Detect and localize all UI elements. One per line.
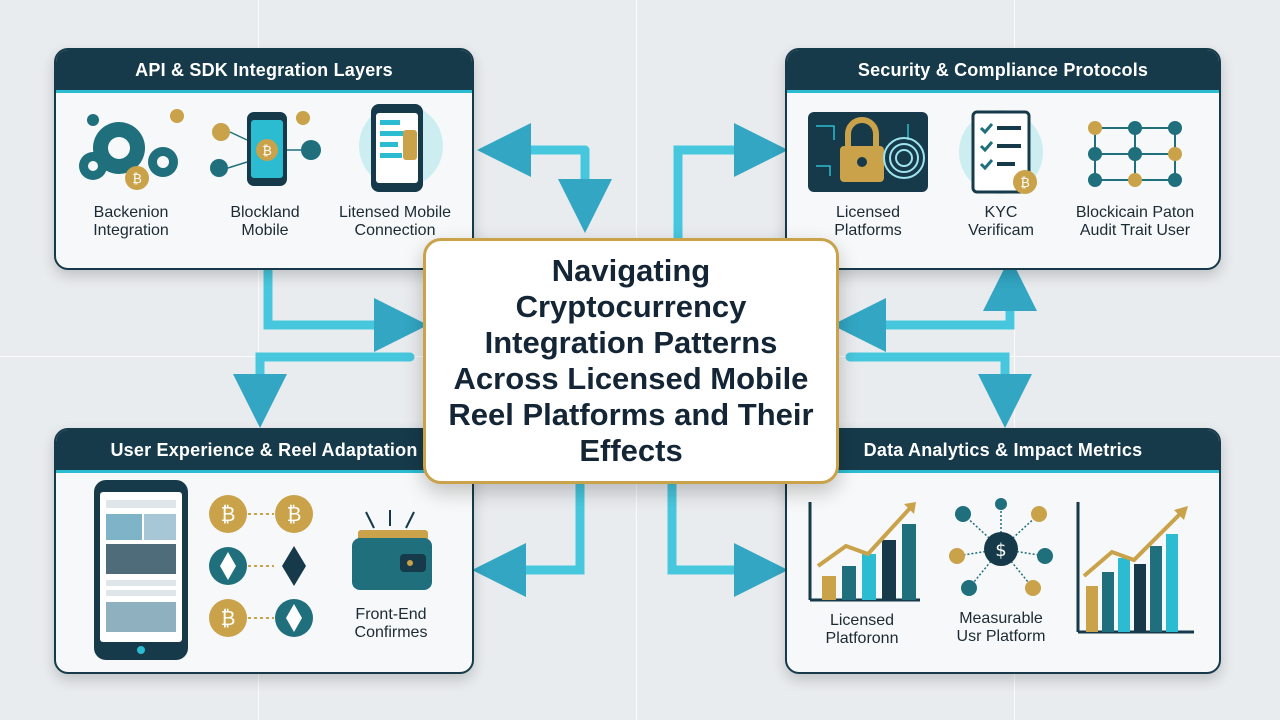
svg-text:₿: ₿ <box>132 172 142 187</box>
item-label: Backenion Integration <box>93 204 169 239</box>
panel-header: Data Analytics & Impact Metrics <box>787 430 1219 473</box>
panel-header: User Experience & Reel Adaptation <box>56 430 472 473</box>
node-network-icon <box>1088 121 1182 187</box>
analytics-item-measurable: $ Measurable Usr Platform <box>936 494 1066 646</box>
security-item-licensed: Licensed Platforms <box>803 106 933 240</box>
item-label: Blockland Mobile <box>230 204 300 239</box>
item-label: Blockicain Paton Audit Trait User <box>1075 204 1195 239</box>
padlock-fingerprint-icon <box>808 112 928 192</box>
security-item-kyc: ₿ KYC Verificam <box>936 106 1066 240</box>
gears-icon: ₿ <box>79 109 184 190</box>
item-label: KYC Verificam <box>968 204 1034 239</box>
analytics-item-growth <box>1070 498 1200 636</box>
arrow-api-to-center <box>263 265 428 352</box>
security-item-audit: Blockicain Paton Audit Trait User <box>1070 106 1200 240</box>
front-end-label: Front-End Confirmes <box>354 606 428 641</box>
api-item-connection: Litensed Mobile Connection <box>330 100 460 240</box>
smartphone-reel-icon <box>94 480 188 660</box>
api-item-backend: ₿ Backenion Integration <box>66 106 196 240</box>
panel-header: Security & Compliance Protocols <box>787 50 1219 93</box>
api-item-blockland: ₿ Blockland Mobile <box>200 106 330 240</box>
wallet-icon <box>352 510 432 590</box>
item-label: Licensed Platforonn <box>825 612 899 647</box>
svg-text:$: $ <box>995 540 1006 561</box>
svg-text:₿: ₿ <box>262 144 272 159</box>
page-title: Navigating Cryptocurrency Integration Pa… <box>448 253 814 468</box>
panel-header: API & SDK Integration Layers <box>56 50 472 93</box>
svg-text:₿: ₿ <box>221 606 236 630</box>
bitcoin-icon: ₿ <box>275 495 313 533</box>
mobile-network-icon: ₿ <box>210 111 321 186</box>
arrow-to-ux <box>472 480 585 597</box>
growth-chart-icon <box>1076 502 1194 634</box>
item-label: Licensed Platforms <box>834 204 902 239</box>
bitcoin-icon: ₿ <box>209 599 247 637</box>
center-title-box: Navigating Cryptocurrency Integration Pa… <box>423 238 839 484</box>
coin-network-icon: $ <box>949 498 1053 596</box>
svg-text:₿: ₿ <box>1020 176 1030 191</box>
checklist-icon: ₿ <box>959 110 1043 194</box>
arrow-security-to-center <box>832 275 1015 352</box>
crypto-coins: ₿ ₿ ₿ <box>209 495 313 637</box>
analytics-item-licensed: Licensed Platforonn <box>797 496 927 648</box>
item-label: Measurable Usr Platform <box>956 610 1046 645</box>
bitcoin-icon: ₿ <box>209 495 247 533</box>
item-label: Litensed Mobile Connection <box>338 204 452 239</box>
bar-chart-icon <box>808 502 920 602</box>
ethereum-icon <box>282 546 306 586</box>
svg-text:₿: ₿ <box>221 502 236 526</box>
arrow-to-security <box>673 123 788 255</box>
mobile-app-icon <box>359 104 443 192</box>
ethereum-icon <box>209 547 247 585</box>
arrow-to-analytics <box>667 480 788 597</box>
arrow-center-to-ux <box>233 352 415 428</box>
ethereum-icon <box>275 599 313 637</box>
svg-text:₿: ₿ <box>287 502 302 526</box>
arrow-center-to-analytics <box>845 352 1032 428</box>
grid-line <box>1014 0 1015 720</box>
